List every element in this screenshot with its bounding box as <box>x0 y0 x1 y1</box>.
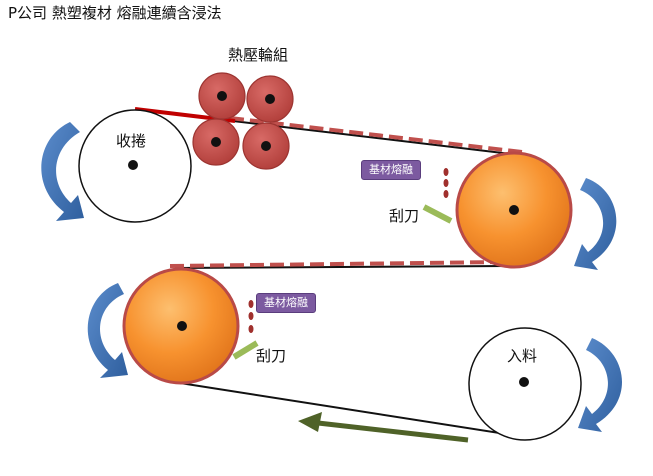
takeup-label: 收捲 <box>116 132 147 150</box>
impregnated-tape <box>169 116 523 268</box>
belt-middle-line <box>174 265 513 269</box>
feed-direction-shaft <box>317 420 469 443</box>
scraper-lower-label: 刮刀 <box>256 347 287 365</box>
melt-drips-lower <box>248 300 254 333</box>
rotation-arrow-upper-drum <box>574 178 617 270</box>
scraper-lower <box>232 340 259 360</box>
belt-bottom-line <box>179 382 526 438</box>
lower-drum-axle <box>177 321 187 331</box>
scraper-upper-label: 刮刀 <box>389 207 420 225</box>
diagram-title: P公司 熱塑複材 熔融連續含浸法 <box>8 4 222 22</box>
upper-drum-axle <box>509 205 519 215</box>
scraper-upper <box>422 204 453 224</box>
hot-press-rollers <box>192 72 294 170</box>
rotation-arrow-feed <box>578 338 622 432</box>
feed-direction-arrowhead <box>298 412 322 432</box>
takeup-roll-axle <box>128 160 138 170</box>
feed-label: 入料 <box>507 347 538 365</box>
melt-drips-upper <box>443 168 449 198</box>
rotation-arrow-takeup <box>41 122 84 221</box>
feed-roll-axle <box>519 377 529 387</box>
melt-badge-lower: 基材熔融 <box>256 293 316 314</box>
rotation-arrow-lower-drum <box>87 283 128 378</box>
melt-badge-upper: 基材熔融 <box>361 160 421 181</box>
press-rollers-label: 熱壓輪組 <box>228 46 289 64</box>
tape-upper-dashed <box>229 116 523 154</box>
tape-lower-dashed <box>169 260 506 268</box>
